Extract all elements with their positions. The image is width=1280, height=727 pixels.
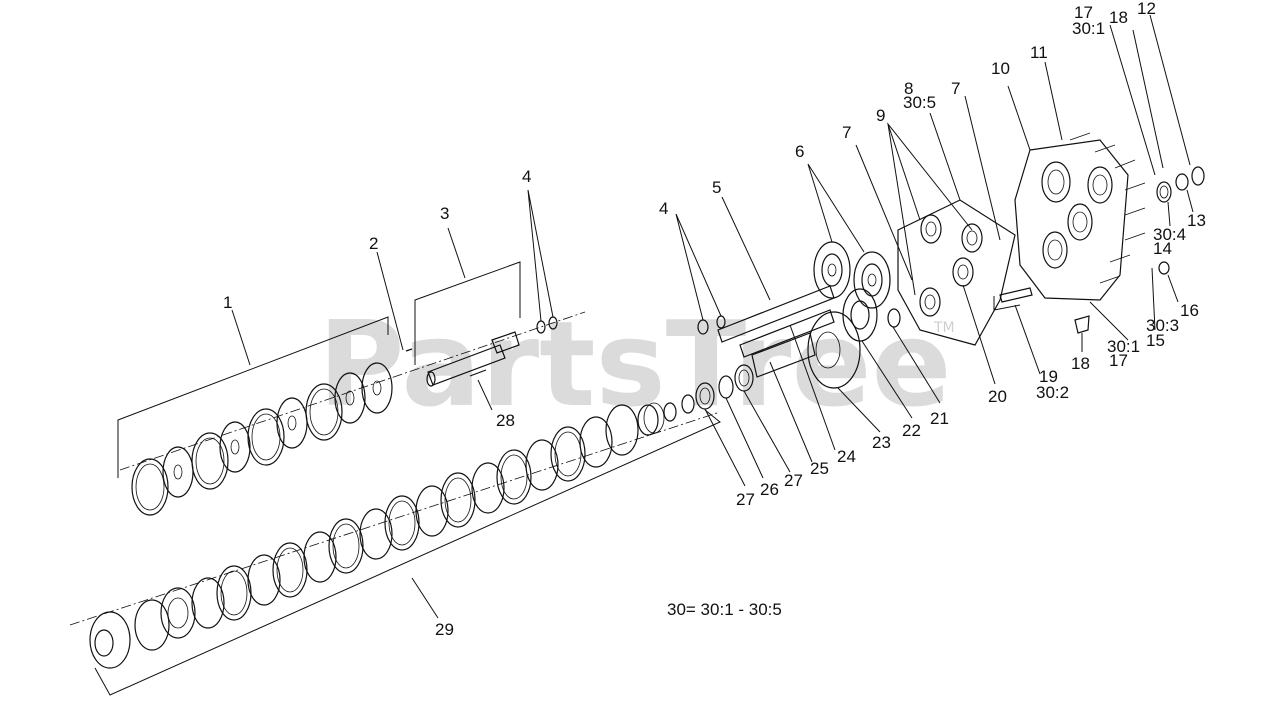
- part-5-24-25-shafts: [675, 196, 836, 463]
- callout-4-left: 4: [522, 167, 531, 186]
- callout-30-1-top: 30:1: [1072, 19, 1105, 38]
- callout-9: 9: [876, 106, 885, 125]
- callout-1: 1: [223, 293, 232, 312]
- callout-10: 10: [991, 59, 1010, 78]
- callout-30-1-bottom: 30:1: [1107, 337, 1140, 356]
- callout-18-bottom: 18: [1071, 354, 1090, 373]
- callout-7-left: 7: [842, 123, 851, 142]
- callout-18-top: 18: [1109, 8, 1128, 27]
- part-29-disc-pack: [69, 394, 721, 696]
- watermark-text: PartsTree: [318, 295, 952, 433]
- callout-26: 26: [760, 480, 779, 499]
- callout-13: 13: [1187, 211, 1206, 230]
- part-1-disc-pack: [117, 309, 586, 516]
- callout-labels: 1 2 3 4 4 5 6 7 7 8 30:5 9 10 11 17 30:1…: [223, 0, 1206, 639]
- gear-cluster: [807, 163, 941, 433]
- callout-27-right: 27: [736, 490, 755, 509]
- part-10-housing: [993, 61, 1129, 375]
- callout-15: 15: [1146, 331, 1165, 350]
- callout-6: 6: [795, 142, 804, 161]
- callout-5: 5: [712, 178, 721, 197]
- callout-4-right: 4: [659, 199, 668, 218]
- callout-2: 2: [369, 234, 378, 253]
- watermark-tm: TM: [933, 320, 955, 336]
- callout-29: 29: [435, 620, 454, 639]
- callout-27-left: 27: [784, 471, 803, 490]
- callout-17-bottom: 17: [1109, 351, 1128, 370]
- gasket-and-bearings: [855, 95, 1016, 385]
- bolts-and-seals: [1069, 14, 1205, 341]
- callout-20: 20: [988, 387, 1007, 406]
- callout-16: 16: [1180, 301, 1199, 320]
- callout-30-5: 30:5: [903, 93, 936, 112]
- part-26-27-bearings: [695, 364, 791, 487]
- callout-30-4: 30:4: [1153, 225, 1186, 244]
- callout-11: 11: [1030, 43, 1048, 62]
- callout-14: 14: [1153, 239, 1172, 258]
- callout-24: 24: [837, 447, 856, 466]
- part-3-input-shaft: [376, 227, 521, 411]
- callout-19: 19: [1039, 367, 1058, 386]
- callout-21: 21: [930, 409, 949, 428]
- callout-8: 8: [904, 79, 913, 98]
- callout-28: 28: [496, 411, 515, 430]
- note-30-range: 30= 30:1 - 30:5: [667, 600, 782, 619]
- callout-7-right: 7: [951, 79, 960, 98]
- callout-12: 12: [1137, 0, 1156, 18]
- callout-23: 23: [872, 433, 891, 452]
- callout-3: 3: [440, 204, 449, 223]
- callout-17-top: 17: [1074, 3, 1093, 22]
- callout-30-3: 30:3: [1146, 316, 1179, 335]
- part-4-rings-left: [527, 189, 558, 334]
- callout-22: 22: [902, 421, 921, 440]
- callout-25: 25: [810, 459, 829, 478]
- callout-30-2: 30:2: [1036, 383, 1069, 402]
